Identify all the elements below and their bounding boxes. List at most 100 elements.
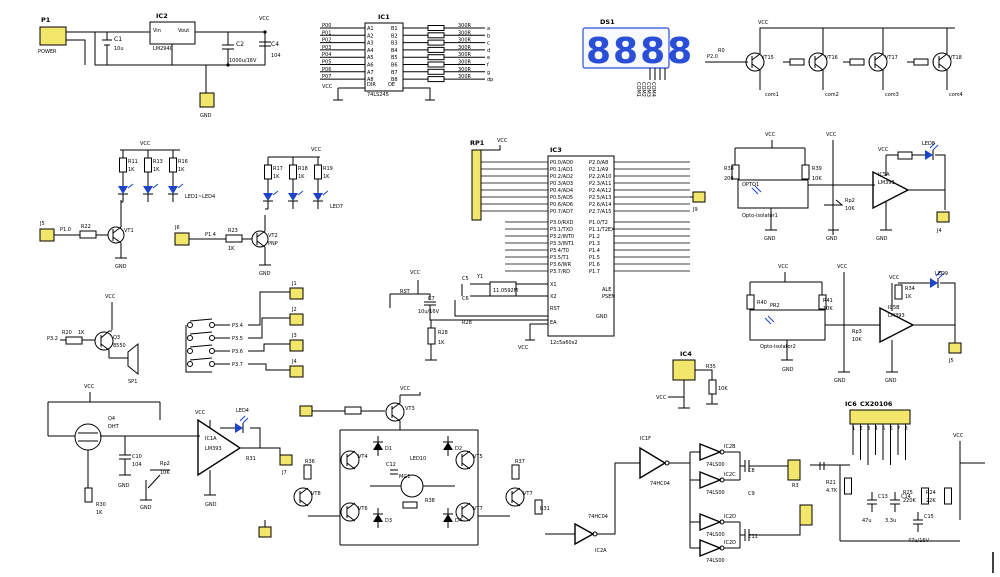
svg-text:10K: 10K: [718, 386, 728, 392]
bridge-transistor-leads: [461, 502, 471, 522]
driver-com-label: com1: [765, 92, 779, 98]
cx-capacitor-value: 47u: [862, 518, 872, 524]
led-arrow: [127, 183, 134, 189]
svg-text:IC4: IC4: [680, 350, 692, 358]
svg-text:LED4: LED4: [236, 408, 249, 414]
driver-transistor: [808, 52, 828, 72]
led-resistor-label: R18: [298, 166, 308, 172]
svg-text:VCC: VCC: [497, 138, 508, 144]
gate-label: IC2B: [724, 444, 736, 450]
led-wire: [288, 200, 298, 209]
key-contact: [209, 322, 215, 328]
bridge-transistor: [293, 487, 313, 507]
key-wire: [248, 317, 290, 339]
ic1-net-label: P03: [322, 45, 331, 51]
mcu-pin-label: P0.0/AD0: [550, 160, 573, 166]
svg-text:VT1: VT1: [124, 228, 134, 234]
svg-text:C8: C8: [748, 468, 755, 474]
key-jack-label: J1: [291, 281, 297, 287]
segment-net: a: [487, 26, 490, 32]
svg-text:VCC: VCC: [826, 132, 837, 138]
svg-text:LED1~LED4: LED1~LED4: [185, 194, 215, 200]
ic1-net-label: P05: [322, 60, 331, 66]
mcu-pin-label: P3.4/T0: [550, 248, 569, 254]
svg-text:R28: R28: [462, 320, 472, 326]
ic1-buffer: IC1 74LS245 A1P00A2P01A3P02A4P03A5P04A6P…: [320, 13, 493, 101]
segment-net: e: [487, 55, 490, 61]
led-wire: [118, 193, 128, 202]
ic1-pin-label: B6: [391, 63, 398, 69]
driver-wire: [938, 28, 948, 90]
svg-text:GND: GND: [834, 378, 846, 384]
cx-resistor-value: 4.7K: [826, 488, 838, 494]
resistor-value: 300R: [458, 23, 472, 29]
cx-pin-label: 4: [875, 426, 878, 432]
bridge-transistor-label: VT6: [358, 506, 368, 512]
led-resistor: [169, 157, 177, 173]
svg-text:R28: R28: [438, 330, 448, 336]
svg-text:LED10: LED10: [410, 456, 426, 462]
svg-text:PR2: PR2: [770, 303, 780, 309]
svg-text:Rp2: Rp2: [160, 461, 170, 467]
cx-resistor-label: R21: [826, 480, 836, 486]
bridge-resistor: [534, 499, 543, 515]
comparator-3: [197, 418, 242, 477]
opto-sensor-1: VCC VCC R38 200 R39 10K OPTO1 Opto-isola…: [724, 132, 950, 242]
segment-net: f: [487, 63, 489, 69]
svg-text:J5: J5: [39, 221, 45, 227]
bridge-transistor-leads: [511, 487, 521, 507]
svg-text:GND: GND: [200, 113, 212, 119]
ic1-pin-label: B8: [391, 77, 398, 83]
driver-transistor-label: VT16: [825, 55, 838, 61]
led: [143, 186, 153, 194]
mcu-pin-label: RST: [550, 306, 561, 312]
svg-text:GND: GND: [115, 264, 127, 270]
key-contact: [187, 348, 193, 354]
svg-text:C2: C2: [236, 41, 244, 48]
svg-text:P3.2: P3.2: [47, 336, 58, 342]
svg-text:J7: J7: [281, 470, 287, 476]
cx-capacitor-label: C14: [901, 494, 911, 500]
svg-text:VCC: VCC: [259, 16, 270, 22]
svg-text:VCC: VCC: [410, 270, 421, 276]
svg-text:LED9: LED9: [935, 271, 948, 277]
svg-text:Rp3: Rp3: [852, 329, 862, 335]
bridge-diode-label: D4: [455, 518, 462, 524]
mcu-pin-label: P1.7: [589, 269, 600, 275]
svg-text:IC1: IC1: [378, 13, 390, 21]
svg-text:R35: R35: [706, 364, 716, 370]
led-resistor-value: 1K: [298, 174, 305, 180]
key-contact: [209, 348, 215, 354]
svg-text:J4: J4: [936, 228, 942, 234]
key-jack: [289, 313, 304, 326]
bridge-transistor: [505, 487, 525, 507]
bridge-transistor-label: VT7: [473, 506, 483, 512]
svg-text:C4: C4: [271, 41, 279, 48]
svg-text:Q4: Q4: [108, 416, 115, 422]
cx-resistor: [844, 477, 852, 495]
mcu-pin-label: P0.3/AD3: [550, 181, 573, 187]
key-contact: [187, 361, 193, 367]
svg-text:1000u/16V: 1000u/16V: [229, 58, 257, 64]
led-resistor: [289, 164, 297, 180]
svg-text:P1.0: P1.0: [60, 227, 71, 233]
ic1-pin-label: A7: [367, 70, 374, 76]
resistor-value: 300R: [458, 45, 472, 51]
svg-text:Opto-isolator2: Opto-isolator2: [760, 344, 796, 350]
svg-text:R3: R3: [792, 483, 799, 489]
segment-resistor: [427, 54, 445, 61]
svg-text:RP1: RP1: [470, 139, 485, 147]
power-supply-section: P1 POWER C1 10u IC2 Vin Vout LM2940 C2 1…: [38, 12, 281, 119]
key-net-label: P3.5: [232, 336, 243, 342]
key-wire: [248, 291, 290, 326]
key-wire: [248, 363, 290, 371]
svg-text:R22: R22: [81, 224, 91, 230]
led-wire: [313, 200, 323, 209]
cx-pin-label: 3: [867, 426, 870, 432]
gate-part-label: 74LS00: [706, 532, 725, 538]
display-com-label: COM4: [650, 82, 656, 97]
